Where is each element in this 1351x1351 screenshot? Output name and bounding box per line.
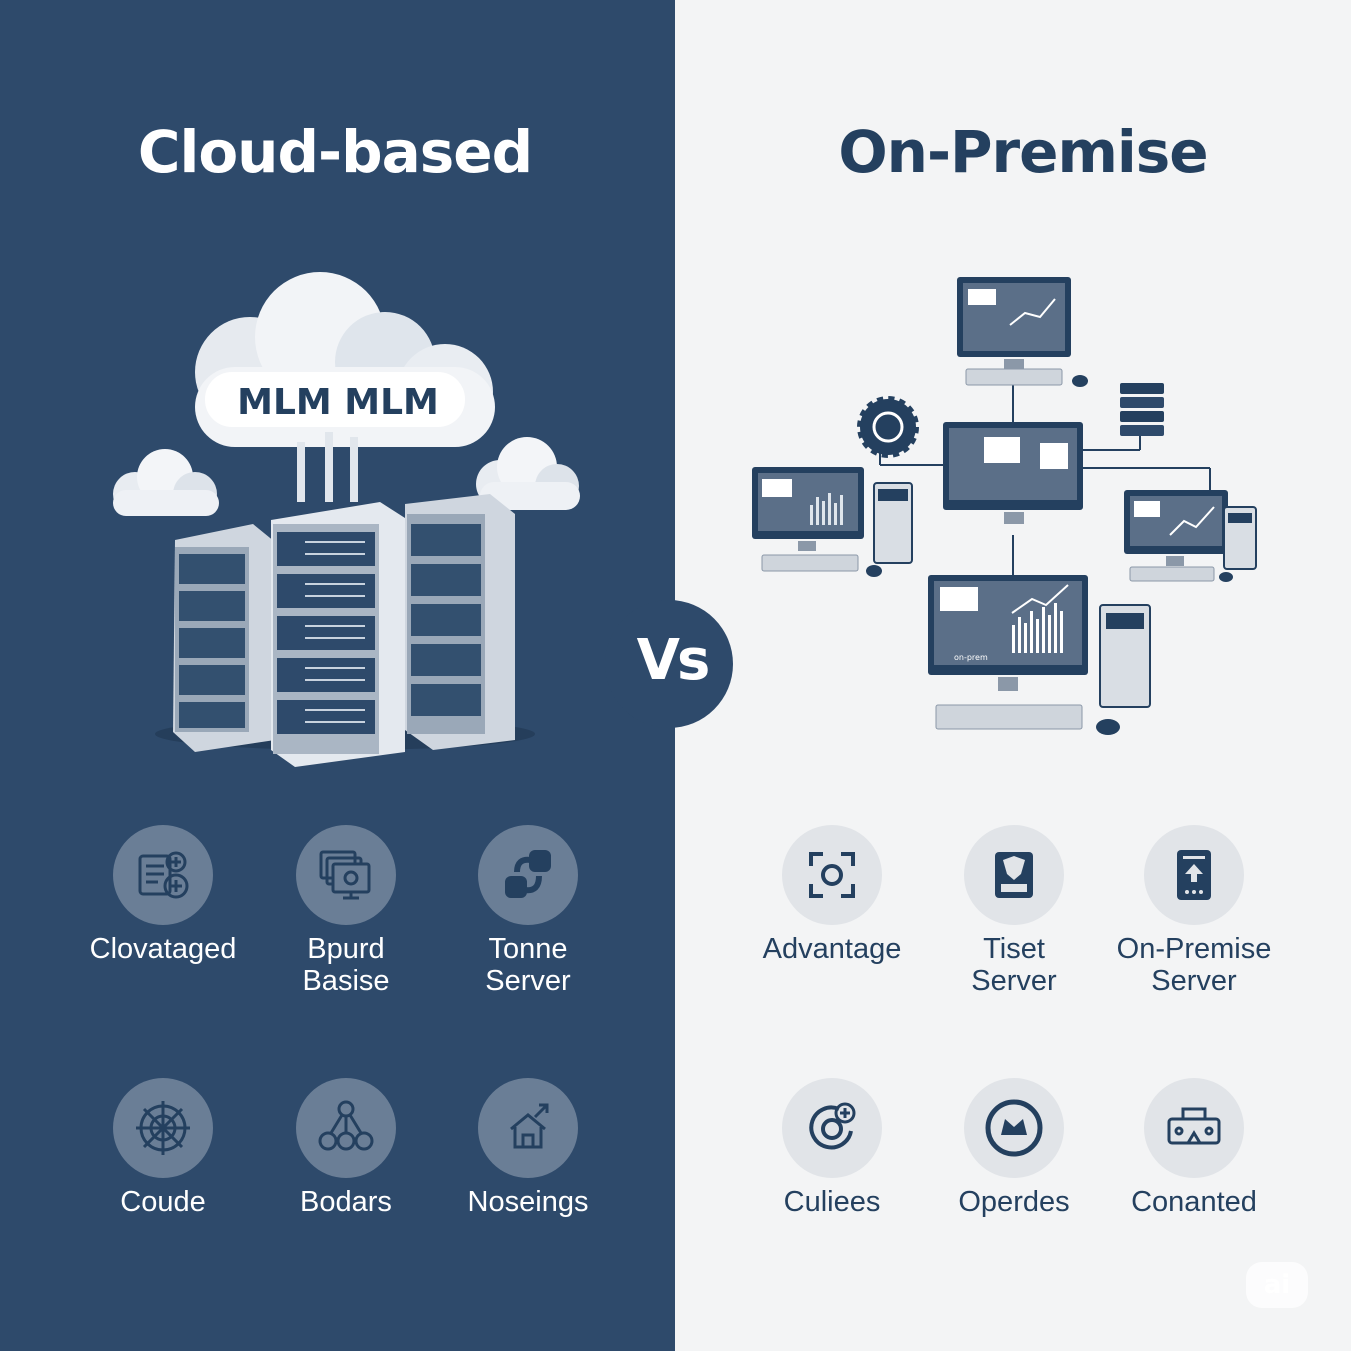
- feature-label: Advantage: [762, 933, 902, 965]
- on-premise-network-illustration: on-prem: [752, 277, 1257, 735]
- feature-label: Conanted: [1131, 1186, 1257, 1218]
- gear-icon: [857, 396, 919, 458]
- shield-face-icon: [995, 852, 1033, 898]
- feature-icon-circle: [782, 1078, 882, 1178]
- document-add-icon: [138, 851, 189, 899]
- feature-label: Bodars: [300, 1186, 392, 1218]
- feature-label: Tiset Server: [971, 933, 1057, 997]
- monitor-center: [943, 422, 1083, 524]
- feature-icon-circle: [113, 825, 213, 925]
- feature-label: Tonne Server: [485, 933, 571, 997]
- monitor-bottom: on-prem: [928, 575, 1151, 735]
- feature-on-premise-server: On-Premise Server: [1094, 825, 1294, 997]
- feature-icon-circle: [782, 825, 882, 925]
- feature-tiset-server: Tiset Server: [914, 825, 1114, 997]
- feature-label: Noseings: [467, 1186, 589, 1218]
- connector-box-icon: [1167, 1107, 1221, 1145]
- feature-label: Clovataged: [89, 933, 237, 965]
- crown-badge-icon: [985, 1099, 1043, 1157]
- feature-advantage: Advantage: [732, 825, 932, 965]
- on-premise-title: On-Premise: [838, 118, 1208, 186]
- monitor-left: [752, 467, 913, 577]
- network-nodes-icon: [318, 1100, 374, 1151]
- feature-operdes: Operdes: [914, 1078, 1114, 1218]
- server-rack-right: [405, 494, 515, 750]
- link-shapes-icon: [505, 850, 551, 898]
- monitor-top: [957, 277, 1088, 387]
- feature-label: Operdes: [958, 1186, 1070, 1218]
- upload-device-icon: [1177, 850, 1211, 900]
- feature-icon-circle: [296, 825, 396, 925]
- feature-bpurd-basise: Bpurd Basise: [246, 825, 446, 997]
- cloud-label: MLM MLM: [237, 382, 439, 423]
- server-rack-left: [173, 524, 275, 752]
- feature-conanted: Conanted: [1094, 1078, 1294, 1218]
- cloud-server-illustration: MLM MLM: [113, 272, 580, 767]
- feature-tonne-server: Tonne Server: [428, 825, 628, 997]
- feature-coude: Coude: [63, 1078, 263, 1218]
- vs-label: Vs: [636, 628, 711, 693]
- cloud-connector-lines: [297, 432, 358, 502]
- monitor-right: [1124, 490, 1257, 582]
- vs-badge: [605, 600, 733, 728]
- main-cloud-icon: MLM MLM: [195, 272, 495, 447]
- feature-icon-circle: [1144, 825, 1244, 925]
- server-rack-center: [271, 502, 405, 767]
- monitor-stack-icon: [319, 850, 371, 900]
- feature-culiees: Culiees: [732, 1078, 932, 1218]
- feature-clovataged: Clovataged: [63, 825, 263, 965]
- feature-icon-circle: [113, 1078, 213, 1178]
- cloud-title: Cloud-based: [137, 118, 533, 186]
- feature-icon-circle: [478, 825, 578, 925]
- focus-frame-icon: [809, 852, 855, 898]
- feature-icon-circle: [478, 1078, 578, 1178]
- feature-label: Coude: [120, 1186, 206, 1218]
- small-cloud-right-icon: [476, 437, 580, 510]
- house-arrow-icon: [510, 1103, 549, 1149]
- feature-icon-circle: [964, 1078, 1064, 1178]
- feature-label: Bpurd Basise: [302, 933, 390, 997]
- feature-noseings: Noseings: [428, 1078, 628, 1218]
- small-cloud-left-icon: [113, 449, 219, 516]
- server-stack-icon: [1120, 383, 1164, 436]
- compass-grid-icon: [136, 1101, 190, 1155]
- refresh-plus-icon: [809, 1102, 856, 1150]
- monitor-caption: on-prem: [954, 653, 988, 662]
- feature-icon-circle: [296, 1078, 396, 1178]
- watermark-text: ai: [1263, 1270, 1291, 1300]
- watermark-logo: ai: [1246, 1262, 1308, 1308]
- feature-label: Culiees: [783, 1186, 881, 1218]
- feature-icon-circle: [964, 825, 1064, 925]
- feature-icon-circle: [1144, 1078, 1244, 1178]
- feature-bodars: Bodars: [246, 1078, 446, 1218]
- feature-label: On-Premise Server: [1116, 933, 1272, 997]
